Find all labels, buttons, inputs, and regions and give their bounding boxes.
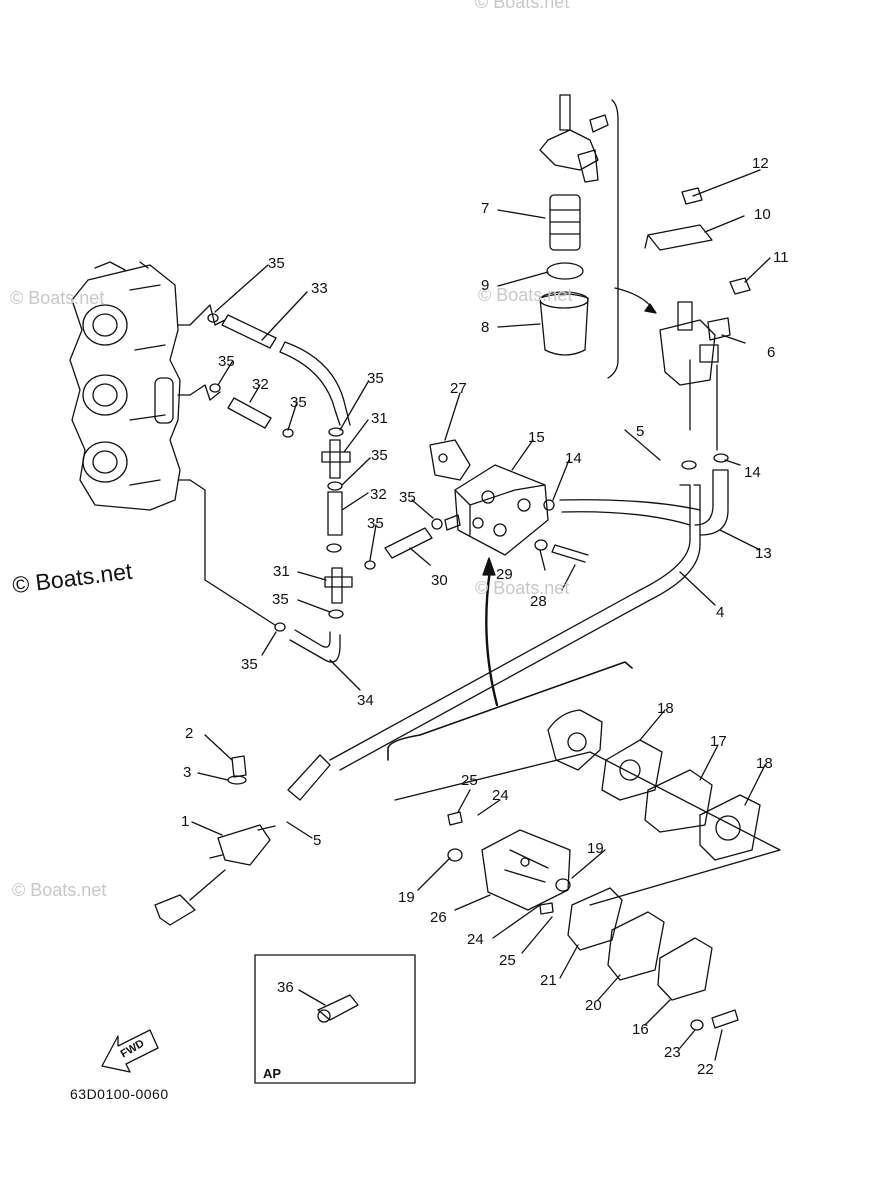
callout-33: 33 bbox=[311, 280, 328, 297]
callout-16: 16 bbox=[632, 1021, 649, 1038]
callout-31: 31 bbox=[371, 410, 388, 427]
callout-15: 15 bbox=[528, 429, 545, 446]
callout-32: 32 bbox=[370, 486, 387, 503]
watermark: © Boats.net bbox=[475, 578, 570, 598]
callout-4: 4 bbox=[716, 604, 725, 621]
callout-14: 14 bbox=[744, 464, 761, 481]
callout-35: 35 bbox=[371, 447, 388, 464]
callout-27: 27 bbox=[450, 380, 467, 397]
callout-35: 35 bbox=[241, 656, 258, 673]
callout-19: 19 bbox=[398, 889, 415, 906]
callout-24: 24 bbox=[492, 787, 509, 804]
callout-25: 25 bbox=[461, 772, 478, 789]
callout-10: 10 bbox=[754, 206, 771, 223]
callout-7: 7 bbox=[481, 200, 490, 217]
callout-19: 19 bbox=[587, 840, 604, 857]
callout-2: 2 bbox=[185, 725, 194, 742]
callout-13: 13 bbox=[755, 545, 772, 562]
callout-12: 12 bbox=[752, 155, 769, 172]
callout-35: 35 bbox=[272, 591, 289, 608]
callout-18: 18 bbox=[756, 755, 773, 772]
callout-29: 29 bbox=[496, 566, 513, 583]
watermark: © Boats.net bbox=[475, 0, 570, 12]
watermark: © Boats.net bbox=[12, 880, 107, 900]
callout-8: 8 bbox=[481, 319, 490, 336]
callout-35: 35 bbox=[399, 489, 416, 506]
callout-36: 36 bbox=[277, 979, 294, 996]
fuel-pump-assembly bbox=[444, 464, 549, 556]
inset-label: AP bbox=[263, 1066, 282, 1081]
callout-32: 32 bbox=[252, 376, 269, 393]
callout-22: 22 bbox=[697, 1061, 714, 1078]
callout-11: 11 bbox=[773, 249, 789, 266]
cylinder-block bbox=[69, 261, 191, 511]
callout-35: 35 bbox=[367, 515, 384, 532]
diagram-part-number: 63D0100-0060 bbox=[70, 1086, 169, 1102]
watermark: © Boats.net bbox=[10, 288, 105, 308]
callout-23: 23 bbox=[664, 1044, 681, 1061]
callout-14: 14 bbox=[565, 450, 582, 467]
callout-3: 3 bbox=[183, 764, 192, 781]
callout-20: 20 bbox=[585, 997, 602, 1014]
callout-21: 21 bbox=[540, 972, 557, 989]
callout-26: 26 bbox=[430, 909, 447, 926]
callout-5: 5 bbox=[636, 423, 645, 440]
callout-28: 28 bbox=[530, 593, 547, 610]
watermark: © Boats.net bbox=[478, 285, 573, 305]
callout-35: 35 bbox=[367, 370, 384, 387]
callout-35: 35 bbox=[290, 394, 307, 411]
callout-34: 34 bbox=[357, 692, 374, 709]
callout-35: 35 bbox=[218, 353, 235, 370]
callout-30: 30 bbox=[431, 572, 448, 589]
callout-24: 24 bbox=[467, 931, 484, 948]
callout-9: 9 bbox=[481, 277, 490, 294]
callout-1: 1 bbox=[181, 813, 190, 830]
callout-35: 35 bbox=[268, 255, 285, 272]
callout-31: 31 bbox=[273, 563, 290, 580]
callout-17: 17 bbox=[710, 733, 727, 750]
callout-6: 6 bbox=[767, 344, 776, 361]
callout-25: 25 bbox=[499, 952, 516, 969]
callout-5: 5 bbox=[313, 832, 322, 849]
callout-18: 18 bbox=[657, 700, 674, 717]
